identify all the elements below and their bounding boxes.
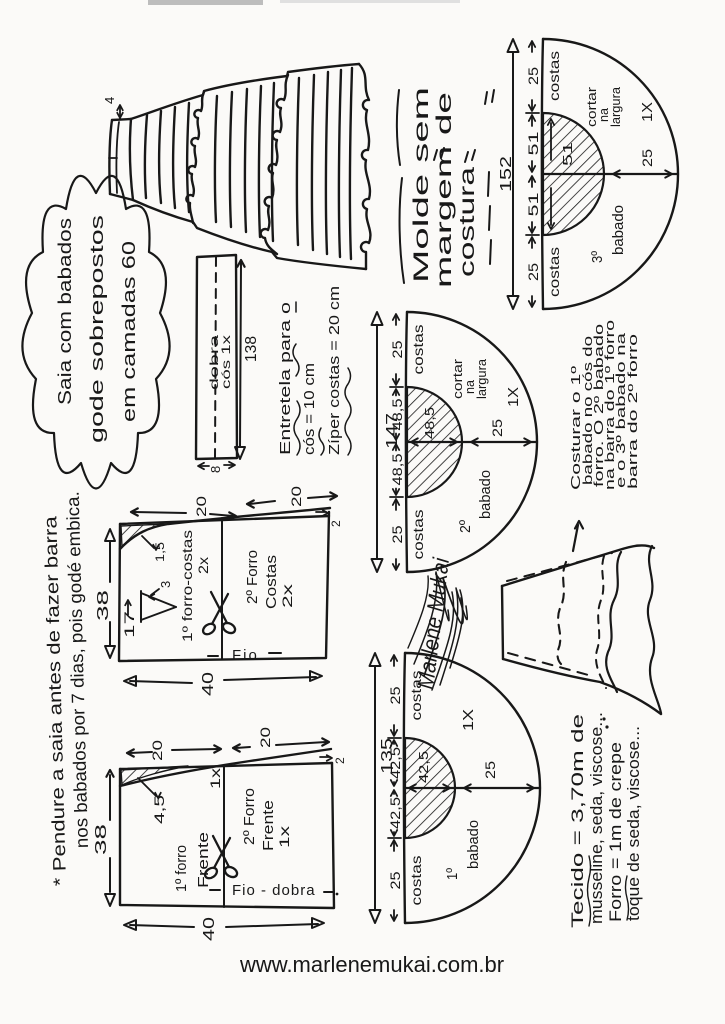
svg-text:Frente: Frente: [260, 800, 277, 851]
svg-text:Fio: Fio: [232, 647, 259, 664]
svg-text:3º: 3º: [589, 251, 606, 263]
svg-text:Costurar o 1º: Costurar o 1º: [568, 366, 583, 490]
svg-text:Costas: Costas: [263, 555, 280, 609]
svg-text:138: 138: [243, 336, 260, 362]
svg-text:3: 3: [158, 581, 173, 588]
svg-text:babado no cós do: babado no cós do: [580, 336, 595, 485]
svg-text:Saia com babados: Saia com babados: [55, 218, 75, 405]
svg-text:25: 25: [387, 871, 403, 889]
svg-text:babado: babado: [610, 205, 627, 255]
svg-text:na: na: [596, 107, 611, 122]
svg-text:na barra do 1º forro: na barra do 1º forro: [602, 320, 617, 490]
svg-text:8: 8: [208, 466, 223, 473]
svg-text:costura: costura: [456, 167, 479, 277]
svg-text:25: 25: [389, 525, 405, 543]
svg-text:48,5: 48,5: [422, 407, 437, 439]
svg-text:1,5: 1,5: [153, 542, 167, 562]
svg-text:1X: 1X: [639, 102, 656, 122]
svg-text:48,5: 48,5: [389, 398, 405, 430]
svg-text:2º Forro: 2º Forro: [241, 788, 258, 845]
svg-text:135: 135: [379, 738, 396, 774]
svg-text:51: 51: [560, 142, 575, 166]
svg-text:38: 38: [95, 590, 112, 621]
svg-text:cós = 10 cm: cós = 10 cm: [301, 363, 318, 455]
svg-text:48,5: 48,5: [389, 453, 405, 485]
svg-text:1º forro: 1º forro: [173, 845, 190, 892]
svg-text:2: 2: [329, 520, 343, 527]
svg-text:largura: largura: [474, 358, 489, 399]
svg-text:1x: 1x: [207, 768, 223, 789]
svg-text:1X: 1X: [505, 387, 522, 407]
svg-text:Forro = 1m de crepe: Forro = 1m de crepe: [606, 742, 625, 922]
svg-text:51: 51: [525, 131, 541, 155]
svg-text:cortar: cortar: [584, 86, 599, 127]
svg-text:cortar: cortar: [450, 358, 465, 399]
svg-text:toque de seda, viscose...: toque de seda, viscose...: [624, 726, 643, 921]
svg-text:Frente: Frente: [195, 832, 212, 888]
svg-text:2: 2: [333, 757, 347, 764]
svg-text:Tecido = 3,70m de: Tecido = 3,70m de: [568, 714, 587, 928]
svg-text:152: 152: [498, 156, 515, 192]
svg-text:25: 25: [482, 761, 498, 779]
svg-text:42,5: 42,5: [416, 751, 431, 783]
svg-text:40: 40: [201, 917, 218, 941]
svg-text:1º: 1º: [444, 868, 461, 880]
svg-text:Molde sem: Molde sem: [410, 87, 433, 283]
svg-text:17: 17: [121, 611, 137, 638]
svg-text:25: 25: [525, 67, 541, 85]
svg-text:na: na: [462, 379, 477, 394]
svg-text:25: 25: [489, 419, 505, 437]
svg-text:cós 1x: cós 1x: [219, 335, 233, 389]
svg-text:20: 20: [257, 727, 273, 748]
svg-text:babado: babado: [465, 820, 482, 869]
svg-text:40: 40: [200, 672, 217, 696]
svg-text:costas: costas: [410, 510, 426, 560]
svg-text:forro. O 2º babado: forro. O 2º babado: [591, 324, 606, 487]
svg-text:em camadas 60: em camadas 60: [119, 241, 139, 422]
svg-text:Zíper costas = 20 cm: Zíper costas = 20 cm: [326, 286, 343, 455]
svg-text:42,5: 42,5: [387, 797, 403, 829]
svg-text:1X: 1X: [460, 709, 477, 731]
svg-text:51: 51: [525, 192, 541, 216]
svg-text:costas: costas: [546, 51, 562, 101]
svg-text:25: 25: [389, 340, 405, 358]
svg-text:costas: costas: [546, 247, 562, 297]
svg-text:2º Forro: 2º Forro: [244, 550, 261, 604]
svg-text:20: 20: [288, 486, 304, 507]
svg-text:25: 25: [525, 263, 541, 281]
svg-text:costas: costas: [408, 671, 424, 721]
svg-text:Fio - dobra: Fio - dobra: [232, 882, 316, 899]
svg-text:1x: 1x: [276, 826, 292, 848]
svg-text:42,5: 42,5: [387, 747, 403, 779]
svg-text:costas: costas: [410, 325, 426, 375]
svg-text:babado: babado: [477, 470, 494, 519]
svg-text:gode sobrepostos: gode sobrepostos: [87, 215, 107, 443]
svg-text:Entretela para o: Entretela para o: [277, 302, 294, 455]
svg-text:20: 20: [149, 740, 165, 761]
svg-text:20: 20: [193, 496, 209, 517]
svg-text:25: 25: [639, 149, 655, 167]
svg-text:1º forro-costas: 1º forro-costas: [179, 530, 195, 642]
svg-text:25: 25: [387, 686, 403, 704]
svg-text:musseline, seda, viscose...: musseline, seda, viscose...: [587, 712, 606, 924]
svg-text:2x: 2x: [279, 584, 295, 608]
svg-text:4,5: 4,5: [151, 795, 167, 824]
svg-text:largura: largura: [608, 86, 623, 127]
svg-text:e o 3º babado na: e o 3º babado na: [613, 332, 628, 488]
svg-text:www.marlenemukai.com.br: www.marlenemukai.com.br: [239, 952, 504, 977]
svg-text:2º: 2º: [457, 520, 474, 533]
svg-text:4: 4: [102, 97, 117, 104]
svg-text:barra do 2º forro: barra do 2º forro: [625, 334, 640, 489]
svg-text:margem de: margem de: [433, 92, 456, 288]
svg-text:dobra: dobra: [207, 334, 221, 390]
svg-text:costas: costas: [408, 856, 424, 906]
svg-text:2x: 2x: [195, 557, 211, 574]
svg-text:38: 38: [93, 824, 110, 855]
